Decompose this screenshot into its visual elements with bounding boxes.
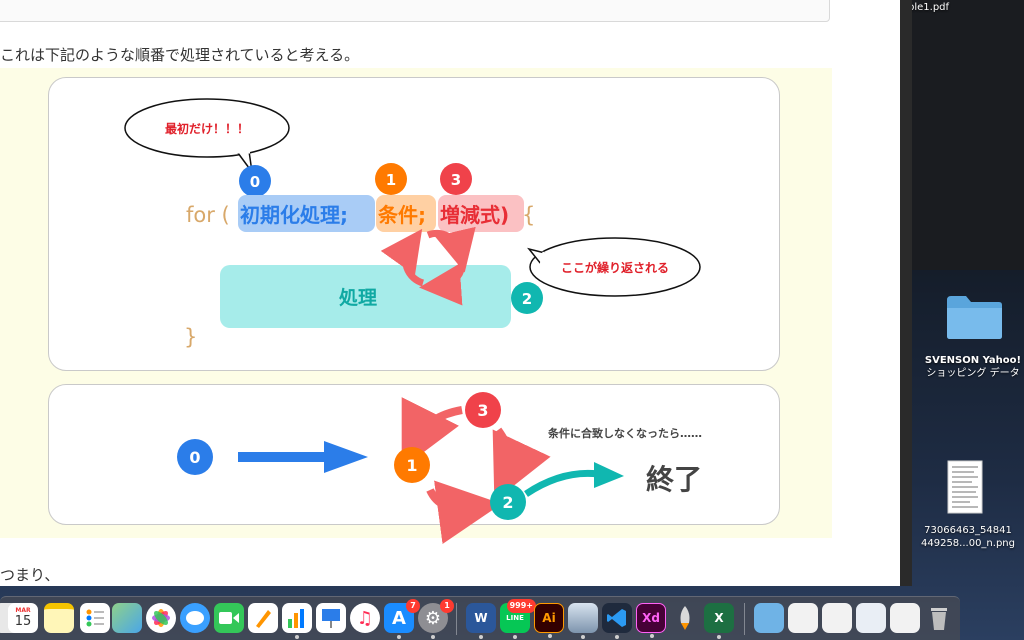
recent-screenshot-icon[interactable] — [856, 603, 886, 633]
folder-label-line2: ショッピング データ — [926, 368, 1020, 379]
maps-icon[interactable] — [112, 603, 142, 633]
app-store-badge: 7 — [406, 599, 420, 613]
svg-text:2: 2 — [522, 290, 532, 308]
system-preferences-badge: 1 — [440, 599, 454, 613]
trash-icon[interactable] — [924, 603, 954, 633]
excel-icon[interactable]: X — [704, 603, 734, 639]
flow-exit-arrow — [524, 462, 624, 497]
dock-separator — [744, 603, 745, 635]
app-store-icon[interactable]: A 7 — [384, 599, 420, 639]
folder-icon[interactable] — [944, 292, 1004, 342]
dock-separator — [456, 603, 457, 635]
illustrator-icon[interactable]: Ai — [534, 603, 564, 638]
xd-icon[interactable]: Xd — [636, 603, 666, 638]
code-brace-open: { — [522, 203, 535, 227]
step-badge-3-top: 3 — [440, 163, 472, 195]
top-content-card — [0, 0, 830, 22]
reminders-icon[interactable] — [80, 603, 110, 633]
loop-cycle-icon — [380, 226, 476, 306]
step-badge-0-top: 0 — [239, 165, 271, 197]
recent-file-icon[interactable] — [788, 603, 818, 633]
flow-step-2: 2 — [490, 484, 526, 520]
line-badge: 999+ — [506, 599, 536, 613]
code-condition-text: 条件; — [378, 203, 426, 227]
running-indicator — [397, 635, 401, 639]
svg-text:0: 0 — [189, 448, 200, 467]
svg-text:0: 0 — [250, 173, 260, 191]
downloads-folder-icon[interactable] — [754, 603, 784, 633]
bubble-repeat-text: ここが繰り返される — [561, 260, 669, 275]
svg-text:1: 1 — [386, 171, 396, 189]
desktop-top-panel — [905, 0, 1024, 270]
dock: MAR 15 ♫ A 7 ⚙ 1 W LINE 99 — [0, 596, 960, 640]
photos-icon[interactable] — [146, 603, 176, 633]
flow-loop-arrows — [401, 397, 551, 544]
running-indicator — [581, 635, 585, 639]
preview-icon[interactable] — [568, 603, 598, 639]
facetime-icon[interactable] — [214, 603, 244, 633]
calendar-icon[interactable]: MAR 15 — [8, 603, 38, 633]
flow-end-label: 終了 — [646, 463, 702, 496]
svg-text:1: 1 — [406, 456, 417, 475]
flow-arrow-start — [238, 441, 368, 473]
desktop-file-pdf-label[interactable]: ble1.pdf — [908, 2, 950, 13]
png-file-icon[interactable] — [947, 460, 983, 514]
diagram-svg: 最初だけ！！！ 0 1 3 for ( 初期化処理; 条件; 増減式) { 処理… — [124, 98, 702, 544]
flow-step-1: 1 — [394, 447, 430, 483]
code-init-text: 初期化処理; — [240, 203, 348, 227]
music-icon[interactable]: ♫ — [350, 603, 380, 633]
folder-label-line1: SVENSON Yahoo! — [924, 355, 1022, 366]
recent-xd-file-icon[interactable] — [890, 603, 920, 633]
flow-step-3: 3 — [465, 392, 501, 428]
vscode-icon[interactable] — [602, 603, 632, 639]
step-badge-2-top: 2 — [511, 282, 543, 314]
running-indicator — [295, 635, 299, 639]
code-increment-text: 増減式) — [440, 203, 509, 227]
numbers-icon[interactable] — [282, 603, 312, 639]
svg-text:3: 3 — [451, 171, 461, 189]
running-indicator — [513, 635, 517, 639]
file-label-line1: 73066463_54841 — [924, 525, 1012, 536]
running-indicator — [717, 635, 721, 639]
svg-text:3: 3 — [477, 401, 488, 420]
flow-condition-note: 条件に合致しなくなったら…… — [547, 426, 702, 440]
highlight-init — [238, 195, 375, 232]
process-box-text: 処理 — [339, 286, 377, 309]
after-paragraph: つまり、 — [0, 566, 60, 584]
window-scrollbar[interactable] — [900, 0, 912, 586]
bubble-first-text: 最初だけ！！！ — [165, 121, 249, 136]
keynote-icon[interactable] — [316, 603, 346, 633]
running-indicator — [431, 635, 435, 639]
desktop-file-label[interactable]: 73066463_54841 449258...00_n.png — [910, 524, 1024, 550]
pages-icon[interactable] — [248, 603, 278, 633]
notes-icon[interactable] — [44, 603, 74, 633]
running-indicator — [615, 635, 619, 639]
intro-paragraph: これは下記のような順番で処理されていると考える。 — [0, 46, 360, 64]
file-label-line2: 449258...00_n.png — [921, 538, 1015, 549]
step-badge-1-top: 1 — [375, 163, 407, 195]
word-icon[interactable]: W — [466, 603, 496, 639]
highlight-increment — [438, 195, 524, 232]
running-indicator — [479, 635, 483, 639]
messages-icon[interactable] — [180, 603, 210, 633]
running-indicator — [650, 634, 654, 638]
recent-file-icon-2[interactable] — [822, 603, 852, 633]
svg-text:2: 2 — [502, 493, 513, 512]
browser-window: これは下記のような順番で処理されていると考える。 最初だけ！！！ 0 — [0, 0, 912, 586]
running-indicator — [548, 634, 552, 638]
desktop-folder-label[interactable]: SVENSON Yahoo! ショッピング データ — [918, 354, 1024, 380]
highlight-condition — [376, 195, 436, 232]
line-icon[interactable]: LINE 999+ — [500, 599, 536, 639]
code-for-keyword: for ( — [186, 203, 230, 227]
flow-step-0: 0 — [177, 439, 213, 475]
code-brace-close: } — [184, 325, 197, 349]
bubble-first-only: 最初だけ！！！ — [124, 98, 290, 173]
bubble-repeated: ここが繰り返される — [527, 237, 701, 297]
system-preferences-icon[interactable]: ⚙ 1 — [418, 599, 454, 639]
rocket-icon[interactable] — [670, 603, 700, 633]
